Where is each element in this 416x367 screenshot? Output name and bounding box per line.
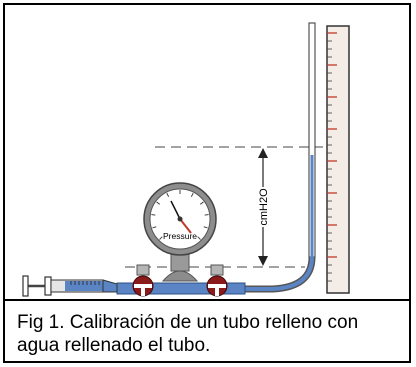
gauge-tick <box>190 192 194 197</box>
vertical-tube <box>308 22 316 258</box>
gauge-tick <box>203 226 208 229</box>
figure-caption: Fig 1. Calibración de un tubo relleno co… <box>17 312 359 356</box>
syringe <box>22 275 118 297</box>
gauge-label: Pressure <box>163 231 197 241</box>
curved-tube-water <box>243 256 314 291</box>
ruler-ticks <box>327 32 337 282</box>
gauge-tick <box>197 236 201 240</box>
gauge-tick <box>204 213 209 216</box>
calibration-diagram: cmH2O Pressure <box>22 22 350 297</box>
left-stopcock-valve <box>132 264 154 297</box>
gauge-tick <box>151 213 156 216</box>
gauge-ticks <box>151 190 209 240</box>
figure-frame: cmH2O Pressure <box>3 3 411 363</box>
pressure-gauge: Pressure <box>143 182 217 256</box>
gauge-tick <box>152 226 157 229</box>
gauge-tick <box>156 201 161 205</box>
gauge-tick <box>159 236 163 240</box>
height-dimension-arrow: cmH2O <box>255 148 271 266</box>
gauge-needle <box>179 218 192 234</box>
dimension-label: cmH2O <box>258 188 270 226</box>
gauge-tick <box>166 192 170 197</box>
gauge-tick <box>199 201 204 205</box>
gauge-needle-back <box>170 200 181 220</box>
figure-illustration: cmH2O Pressure <box>5 5 409 301</box>
right-stopcock-valve <box>206 264 228 297</box>
ruler <box>326 25 350 294</box>
curved-tube-outline <box>243 256 316 293</box>
